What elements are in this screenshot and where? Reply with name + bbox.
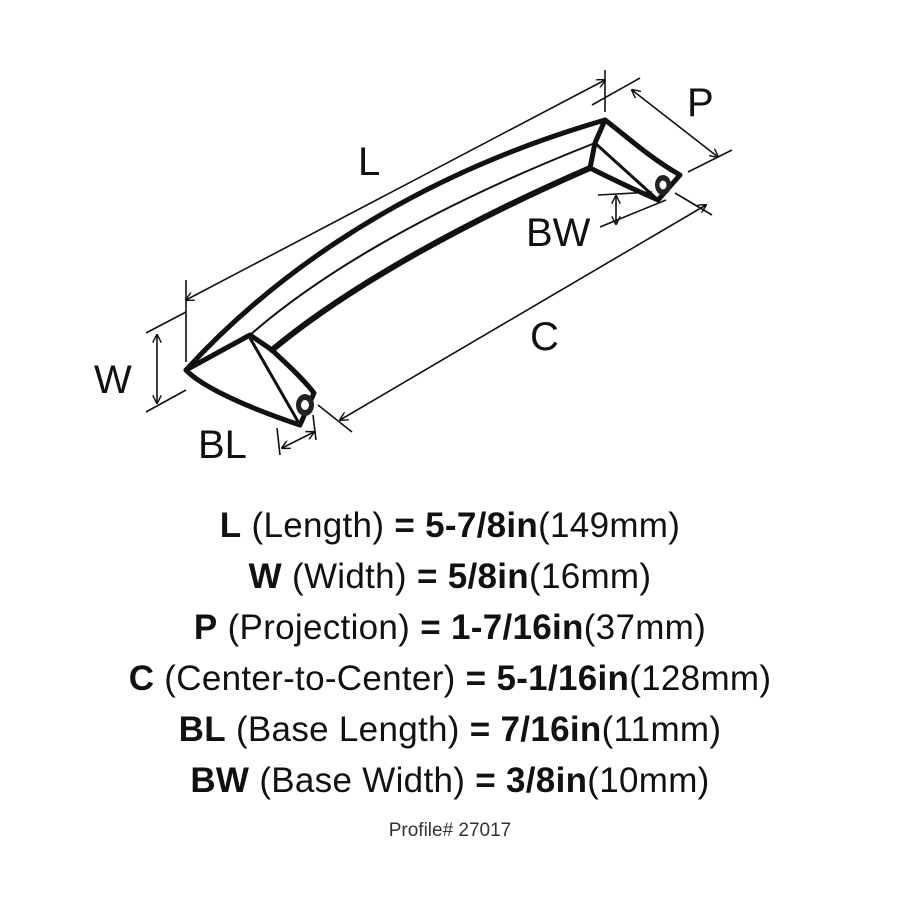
- spec-desc: (Center-to-Center): [164, 659, 456, 698]
- spec-desc: (Base Length): [235, 710, 460, 749]
- spec-key: W: [248, 557, 282, 596]
- spec-row-length: L (Length) = 5-7/8in(149mm): [0, 500, 900, 551]
- bl-dimension-line: [282, 432, 314, 448]
- label-bl: BL: [198, 423, 247, 467]
- spec-inch: 5-1/16in: [496, 659, 630, 698]
- spec-inch: 7/16in: [500, 710, 602, 749]
- p-extension-left: [591, 77, 641, 106]
- spec-equals: =: [394, 506, 416, 545]
- spec-row-width: W (Width) = 5/8in(16mm): [0, 551, 900, 602]
- l-dimension-line: [186, 80, 605, 300]
- spec-row-base-width: BW (Base Width) = 3/8in(10mm): [0, 755, 900, 806]
- spec-mm: (128mm): [629, 659, 772, 698]
- c-dimension-line: [340, 205, 706, 420]
- spec-key: BL: [178, 710, 226, 749]
- left-post-edge: [248, 336, 302, 427]
- c-extension-left: [317, 404, 353, 433]
- spec-key: BW: [190, 761, 250, 800]
- spec-equals: =: [475, 761, 496, 800]
- spec-desc: (Width): [292, 557, 407, 596]
- spec-inch: 1-7/16in: [450, 608, 584, 647]
- spec-desc: (Length): [251, 506, 385, 545]
- label-c: C: [530, 315, 559, 359]
- bw-extension-top: [597, 191, 653, 196]
- spec-row-center-to-center: C (Center-to-Center) = 5-1/16in(128mm): [0, 653, 900, 704]
- label-l: L: [358, 140, 380, 184]
- spec-mm: (11mm): [601, 710, 722, 749]
- label-w: W: [94, 358, 132, 402]
- spec-mm: (149mm): [538, 506, 681, 545]
- cabinet-pull-handle: [183, 117, 683, 428]
- spec-inch: 3/8in: [506, 761, 588, 800]
- w-extension-top: [145, 311, 187, 334]
- spec-equals: =: [469, 710, 491, 749]
- screw-holes: [296, 175, 671, 416]
- spec-inch: 5-7/8in: [425, 506, 539, 545]
- dimension-specs: L (Length) = 5-7/8in(149mm) W (Width) = …: [0, 500, 900, 806]
- w-extension-bottom: [145, 389, 187, 413]
- spec-mm: (10mm): [587, 761, 710, 800]
- spec-row-projection: P (Projection) = 1-7/16in(37mm): [0, 602, 900, 653]
- spec-desc: (Projection): [227, 608, 411, 647]
- bw-extension-bottom: [599, 199, 667, 228]
- spec-key: P: [193, 608, 218, 647]
- dimension-lines: [145, 70, 733, 456]
- spec-equals: =: [416, 557, 438, 596]
- handle-dimension-drawing: L P BW C W BL: [94, 70, 733, 467]
- spec-key: C: [128, 659, 155, 698]
- p-dimension-line: [632, 90, 718, 157]
- bl-extension-right: [312, 414, 317, 441]
- bl-extension-left: [276, 427, 281, 456]
- spec-mm: (16mm): [528, 557, 652, 596]
- label-p: P: [687, 81, 714, 125]
- spec-equals: =: [420, 608, 441, 647]
- spec-row-base-length: BL (Base Length) = 7/16in(11mm): [0, 704, 900, 755]
- spec-inch: 5/8in: [447, 557, 529, 596]
- spec-key: L: [219, 506, 242, 545]
- spec-equals: =: [465, 659, 487, 698]
- label-bw: BW: [526, 211, 591, 255]
- spec-desc: (Base Width): [259, 761, 466, 800]
- profile-number: Profile# 27017: [388, 820, 512, 841]
- spec-mm: (37mm): [583, 608, 707, 647]
- p-extension-right: [687, 149, 733, 173]
